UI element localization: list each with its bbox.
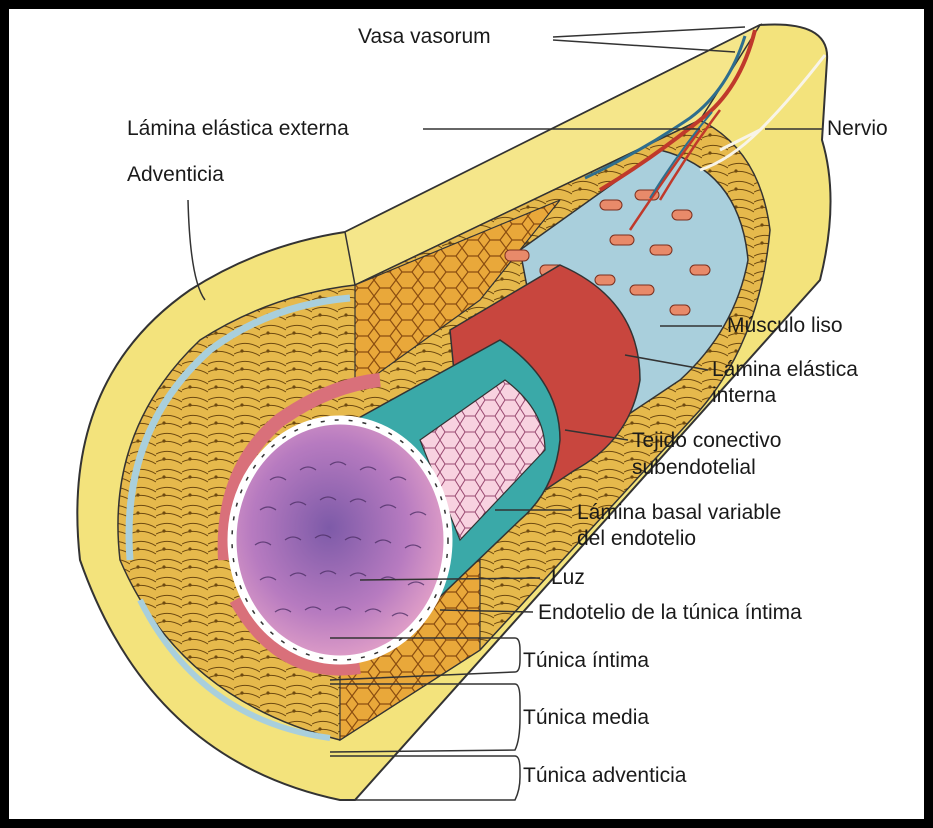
label-endotelio: Endotelio de la túnica íntima [538,601,802,625]
label-lamina-basal-line2: del endotelio [577,527,696,551]
label-vasa-vasorum: Vasa vasorum [358,25,491,49]
label-lamina-elastica-externa: Lámina elástica externa [127,117,349,141]
label-tejido-conectivo-line1: Tejido conectivo [632,429,781,453]
label-tunica-adventicia: Túnica adventicia [523,764,686,788]
label-tunica-intima: Túnica íntima [523,649,649,673]
label-luz: Luz [551,566,585,590]
label-lamina-basal-line1: Lámina basal variable [577,501,781,525]
label-nervio: Nervio [827,117,888,141]
label-lamina-elastica-interna-line1: Lámina elástica [712,358,858,382]
label-lamina-elastica-interna-line2: interna [712,384,776,408]
label-tunica-media: Túnica media [523,706,649,730]
lumen [232,420,448,660]
label-tejido-conectivo-line2: subendotelial [632,456,756,480]
label-musculo-liso: Músculo liso [727,314,843,338]
label-adventicia: Adventicia [127,163,224,187]
